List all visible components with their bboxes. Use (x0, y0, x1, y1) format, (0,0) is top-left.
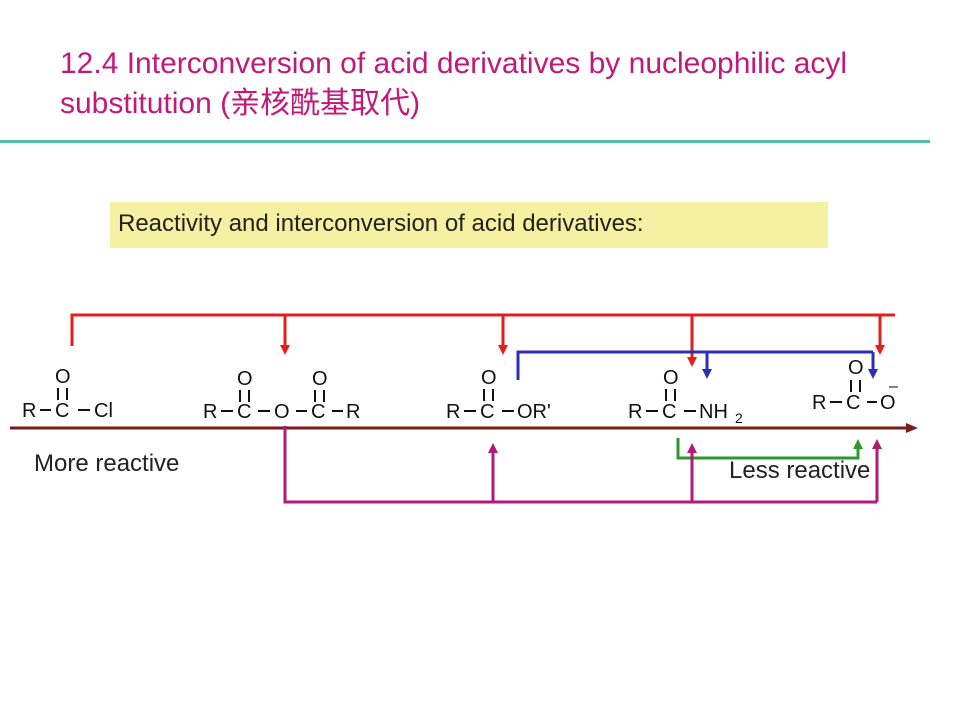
subtitle-highlight-box: Reactivity and interconversion of acid d… (110, 202, 828, 248)
blue-conversion-arrows (516, 350, 878, 380)
amino-subscript: 2 (735, 410, 743, 426)
less-reactive-label: Less reactive (729, 457, 870, 484)
carbonyl-oxygen: O (848, 357, 864, 379)
red-conversion-arrows (70, 313, 895, 367)
r-group-left: R (203, 401, 217, 423)
carbonyl-carbon: C (846, 392, 860, 414)
magenta-conversion-arrows (283, 426, 882, 504)
carbonyl-carbon: C (662, 401, 676, 423)
anhydride-structure: O O R C O C R (203, 368, 360, 423)
amino-group: NH (699, 401, 728, 423)
carbonyl-oxygen: O (55, 366, 71, 388)
r-group: R (812, 392, 826, 414)
subtitle-text: Reactivity and interconversion of acid d… (118, 210, 644, 237)
carboxylate-oxygen: O (880, 392, 896, 414)
carbonyl-oxygen-right: O (312, 368, 328, 390)
carbonyl-oxygen-left: O (237, 368, 253, 390)
more-reactive-label: More reactive (34, 450, 179, 477)
carbonyl-carbon-left: C (237, 401, 251, 423)
amide-structure: O R C NH 2 (628, 367, 743, 426)
carboxylate-structure: O R C O – (812, 357, 898, 414)
chloride-group: Cl (94, 400, 113, 422)
ester-structure: O R C OR' (446, 367, 551, 423)
carbonyl-oxygen: O (481, 367, 497, 389)
alkoxy-group: OR' (517, 401, 551, 423)
green-conversion-arrow (676, 438, 863, 460)
title-divider (0, 140, 930, 143)
r-group: R (446, 401, 460, 423)
acid-chloride-structure: O R C Cl (22, 366, 113, 422)
r-group: R (628, 401, 642, 423)
bridging-oxygen: O (274, 401, 290, 423)
r-group: R (22, 400, 36, 422)
carbonyl-carbon: C (480, 401, 494, 423)
carbonyl-carbon-right: C (311, 401, 325, 423)
carbonyl-oxygen: O (663, 367, 679, 389)
negative-charge: – (889, 378, 898, 395)
r-group-right: R (346, 401, 360, 423)
carbonyl-carbon: C (55, 400, 69, 422)
slide-title: 12.4 Interconversion of acid derivatives… (60, 47, 848, 120)
